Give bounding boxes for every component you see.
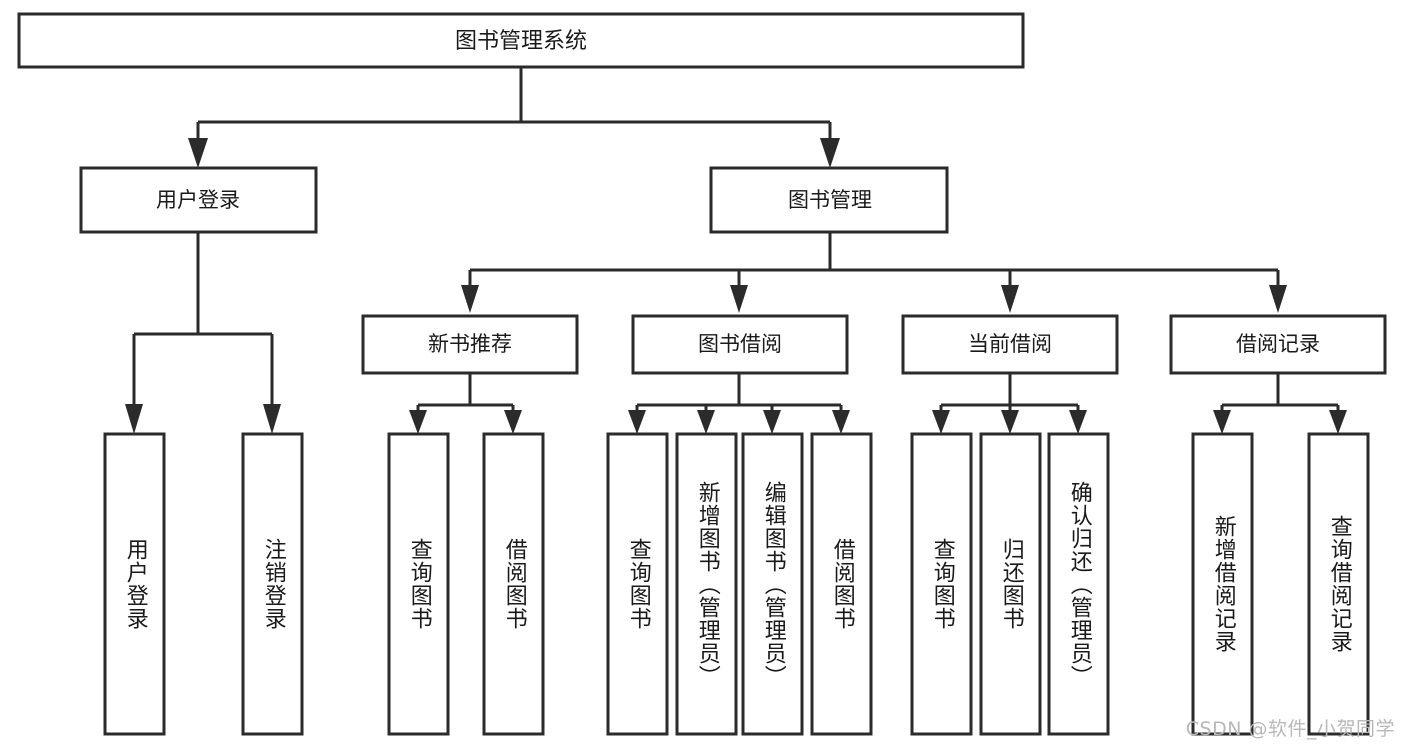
- leaf-node-borrow-record-1[interactable]: 新增借阅记录: [1191, 432, 1254, 736]
- leaf-node-current-borrow-1-label: 查询图书: [929, 538, 955, 630]
- connector-group-borrow-record: [1213, 373, 1347, 434]
- leaf-node-user-login-1-label: 用户登录: [122, 538, 148, 630]
- node-current-borrow[interactable]: 当前借阅: [901, 314, 1119, 375]
- leaf-node-borrow-record-2[interactable]: 查询借阅记录: [1307, 432, 1370, 736]
- arrow-to-leaf-user-login-1: [125, 404, 143, 434]
- node-borrow-record[interactable]: 借阅记录: [1169, 314, 1387, 375]
- node-book-manage-label: 图书管理: [788, 188, 872, 212]
- leaf-node-book-borrow-3-label: 编辑图书（管理员）: [760, 480, 786, 688]
- connector-group-root: [188, 67, 840, 168]
- arrow-to-leaf-current-borrow-1: [932, 410, 950, 434]
- node-book-borrow[interactable]: 图书借阅: [631, 314, 849, 375]
- leaf-node-book-borrow-2-label: 新增图书（管理员）: [694, 480, 720, 688]
- node-book-borrow-label: 图书借阅: [698, 332, 782, 356]
- arrow-to-leaf-book-borrow-1: [628, 410, 646, 434]
- node-borrow-record-label: 借阅记录: [1236, 332, 1320, 356]
- arrow-to-leaf-book-borrow-2: [697, 410, 715, 434]
- leaf-node-new-book-2-label: 借阅图书: [501, 538, 527, 630]
- leaf-node-current-borrow-2-label: 归还图书: [998, 538, 1024, 630]
- node-new-book-recommend[interactable]: 新书推荐: [361, 314, 579, 375]
- connector-group-book-borrow: [628, 373, 850, 434]
- arrow-to-current-borrow: [1001, 285, 1019, 313]
- arrow-to-book-manage: [820, 138, 840, 168]
- leaf-node-new-book-1[interactable]: 查询图书: [387, 432, 450, 736]
- leaf-node-book-borrow-1-label: 查询图书: [625, 538, 651, 630]
- leaf-node-current-borrow-3-label: 确认归还（管理员）: [1066, 480, 1092, 688]
- arrow-to-leaf-book-borrow-4: [832, 410, 850, 434]
- arrow-to-leaf-new-book-2: [504, 410, 522, 434]
- arrow-to-leaf-borrow-record-2: [1329, 410, 1347, 434]
- leaf-node-user-login-1[interactable]: 用户登录: [103, 432, 166, 736]
- leaf-node-new-book-2[interactable]: 借阅图书: [482, 432, 545, 736]
- leaf-node-user-login-2-label: 注销登录: [260, 538, 286, 630]
- node-user-login-label: 用户登录: [156, 188, 240, 212]
- leaf-node-borrow-record-2-label: 查询借阅记录: [1326, 515, 1352, 653]
- leaf-node-current-borrow-3[interactable]: 确认归还（管理员）: [1047, 432, 1110, 736]
- leaf-node-book-borrow-2[interactable]: 新增图书（管理员）: [675, 432, 738, 736]
- arrow-to-user-login: [188, 138, 208, 168]
- arrow-to-new-book-recommend: [461, 285, 479, 313]
- leaf-node-book-borrow-3[interactable]: 编辑图书（管理员）: [741, 432, 804, 736]
- node-user-login[interactable]: 用户登录: [79, 166, 318, 234]
- connector-group-book-manage: [461, 232, 1287, 313]
- node-root-system[interactable]: 图书管理系统: [17, 12, 1025, 69]
- leaf-node-borrow-record-1-label: 新增借阅记录: [1210, 515, 1236, 653]
- arrow-to-leaf-current-borrow-3: [1069, 410, 1087, 434]
- arrow-to-leaf-borrow-record-1: [1213, 410, 1231, 434]
- leaf-node-book-borrow-4[interactable]: 借阅图书: [810, 432, 873, 736]
- connector-group-current-borrow: [932, 373, 1087, 434]
- leaf-node-current-borrow-2[interactable]: 归还图书: [979, 432, 1042, 736]
- leaf-node-current-borrow-1[interactable]: 查询图书: [910, 432, 973, 736]
- arrow-to-leaf-new-book-1: [409, 410, 427, 434]
- node-book-manage[interactable]: 图书管理: [709, 166, 949, 234]
- arrow-to-leaf-current-borrow-2: [1001, 410, 1019, 434]
- leaf-node-user-login-2[interactable]: 注销登录: [241, 432, 304, 736]
- arrow-to-leaf-book-borrow-3: [763, 410, 781, 434]
- leaf-node-book-borrow-4-label: 借阅图书: [829, 538, 855, 630]
- arrow-to-book-borrow: [730, 285, 748, 313]
- node-current-borrow-label: 当前借阅: [968, 332, 1052, 356]
- leaf-node-book-borrow-1[interactable]: 查询图书: [606, 432, 669, 736]
- node-new-book-recommend-label: 新书推荐: [428, 332, 512, 356]
- connector-group-user-login: [125, 232, 281, 434]
- node-root-system-label: 图书管理系统: [455, 29, 587, 54]
- leaf-node-new-book-1-label: 查询图书: [406, 538, 432, 630]
- connector-group-new-book-recommend: [409, 373, 522, 434]
- arrow-to-borrow-record: [1269, 285, 1287, 313]
- arrow-to-leaf-user-login-2: [263, 404, 281, 434]
